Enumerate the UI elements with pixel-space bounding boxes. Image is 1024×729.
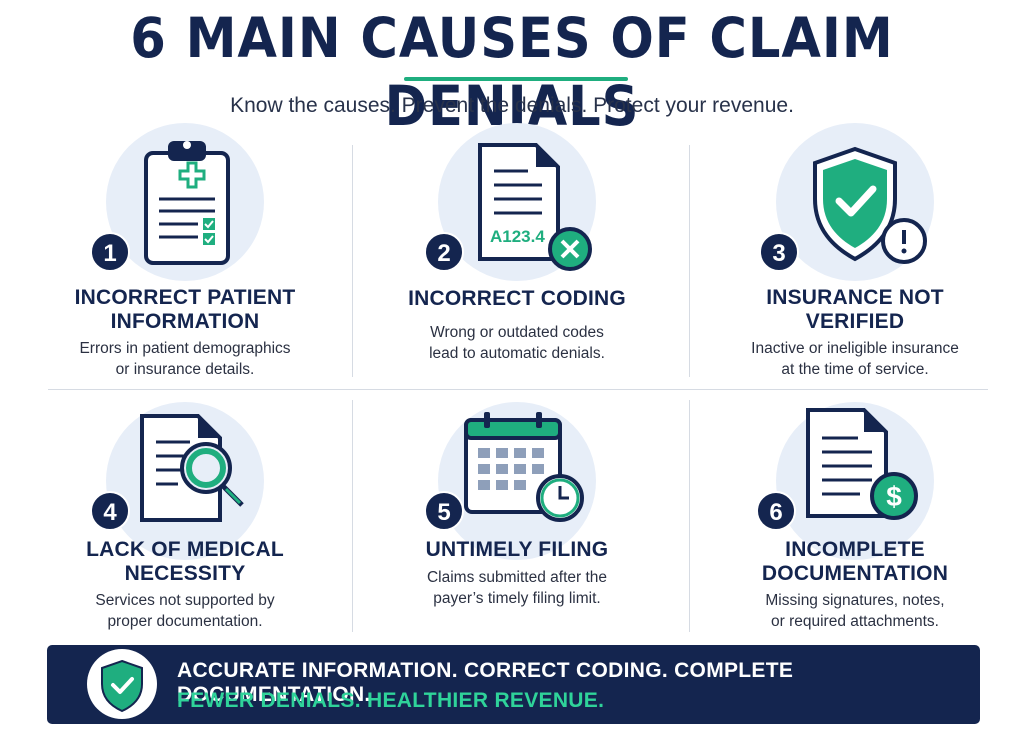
cause-description-line2: payer’s timely filing limit. <box>433 590 601 607</box>
banner-text-line2: FEWER DENIALS. HEALTHIER REVENUE. <box>177 689 605 712</box>
cause-description-line1: Errors in patient demographics <box>79 340 291 357</box>
document-magnifier-icon <box>140 414 244 522</box>
document-code-error-icon: A123.4 <box>478 143 592 271</box>
cause-description-line2: lead to automatic denials. <box>429 345 605 362</box>
cause-title-line2: VERIFIED <box>805 310 905 333</box>
cause-title-line1: UNTIMELY FILING <box>425 538 609 561</box>
shield-check-warning-icon <box>813 146 927 264</box>
cause-description-line1: Services not supported by <box>95 592 275 609</box>
divider-vertical-right-top <box>689 145 690 377</box>
banner-text-line1: ACCURATE INFORMATION. CORRECT CODING. CO… <box>177 659 794 706</box>
cause-description-line1: Inactive or ineligible insurance <box>751 340 959 357</box>
cause-card-1: 1 INCORRECT PATIENT INFORMATION Errors i… <box>20 123 350 378</box>
cause-title-line2: INFORMATION <box>110 310 260 333</box>
divider-vertical-right-bottom <box>689 400 690 632</box>
cause-description-line1: Missing signatures, notes, <box>765 592 945 609</box>
cause-description-line2: proper documentation. <box>107 613 263 630</box>
svg-text:$: $ <box>886 481 902 512</box>
cause-description-line2: at the time of service. <box>781 361 929 378</box>
cause-title-line1: INCORRECT PATIENT <box>74 286 296 309</box>
page-subtitle: Know the causes. Prevent the denials. Pr… <box>230 94 794 117</box>
cause-card-2: A123.4 2 INCORRECT CODING Wrong or outda… <box>352 123 682 363</box>
cause-number-badge: 2 <box>424 232 464 272</box>
cause-title-line1: INSURANCE NOT <box>766 286 944 309</box>
cause-description-line1: Claims submitted after the <box>426 569 608 586</box>
cause-number-badge: 5 <box>424 491 464 531</box>
cause-number-badge: 4 <box>90 491 130 531</box>
cause-title-line1: INCOMPLETE <box>785 538 925 561</box>
cause-title-line2: NECESSITY <box>124 562 246 585</box>
cause-card-4: 4 LACK OF MEDICAL NECESSITY Services not… <box>20 402 350 642</box>
document-dollar-icon: $ <box>806 408 918 520</box>
cause-card-6: $ 6 INCOMPLETE DOCUMENTATION Missing sig… <box>690 402 1020 642</box>
cause-number-badge: 6 <box>756 491 796 531</box>
cause-title-line1: LACK OF MEDICAL <box>86 538 284 561</box>
summary-banner: ACCURATE INFORMATION. CORRECT CODING. CO… <box>47 645 980 724</box>
cause-number-badge: 3 <box>759 232 799 272</box>
cause-description-line2: or insurance details. <box>115 361 255 378</box>
page-title: 6 MAIN CAUSES OF CLAIM DENIALS <box>130 6 894 138</box>
cause-number-badge: 1 <box>90 232 130 272</box>
cause-title-line2: DOCUMENTATION <box>761 562 949 585</box>
shield-check-icon <box>101 659 143 713</box>
cause-title-line1: INCORRECT CODING <box>408 287 626 310</box>
divider-horizontal <box>48 389 988 390</box>
divider-vertical-left-bottom <box>352 400 353 632</box>
cause-description-line1: Wrong or outdated codes <box>430 324 604 341</box>
calendar-clock-icon <box>464 412 584 522</box>
cause-card-5: 5 UNTIMELY FILING Claims submitted after… <box>352 402 682 642</box>
clipboard-medical-icon <box>144 141 230 265</box>
banner-badge <box>87 649 157 719</box>
icon-code-text: A123.4 <box>490 227 545 246</box>
divider-vertical-left-top <box>352 145 353 377</box>
cause-card-3: 3 INSURANCE NOT VERIFIED Inactive or ine… <box>690 123 1020 378</box>
title-underline <box>404 77 628 81</box>
cause-description-line2: or required attachments. <box>770 613 939 630</box>
